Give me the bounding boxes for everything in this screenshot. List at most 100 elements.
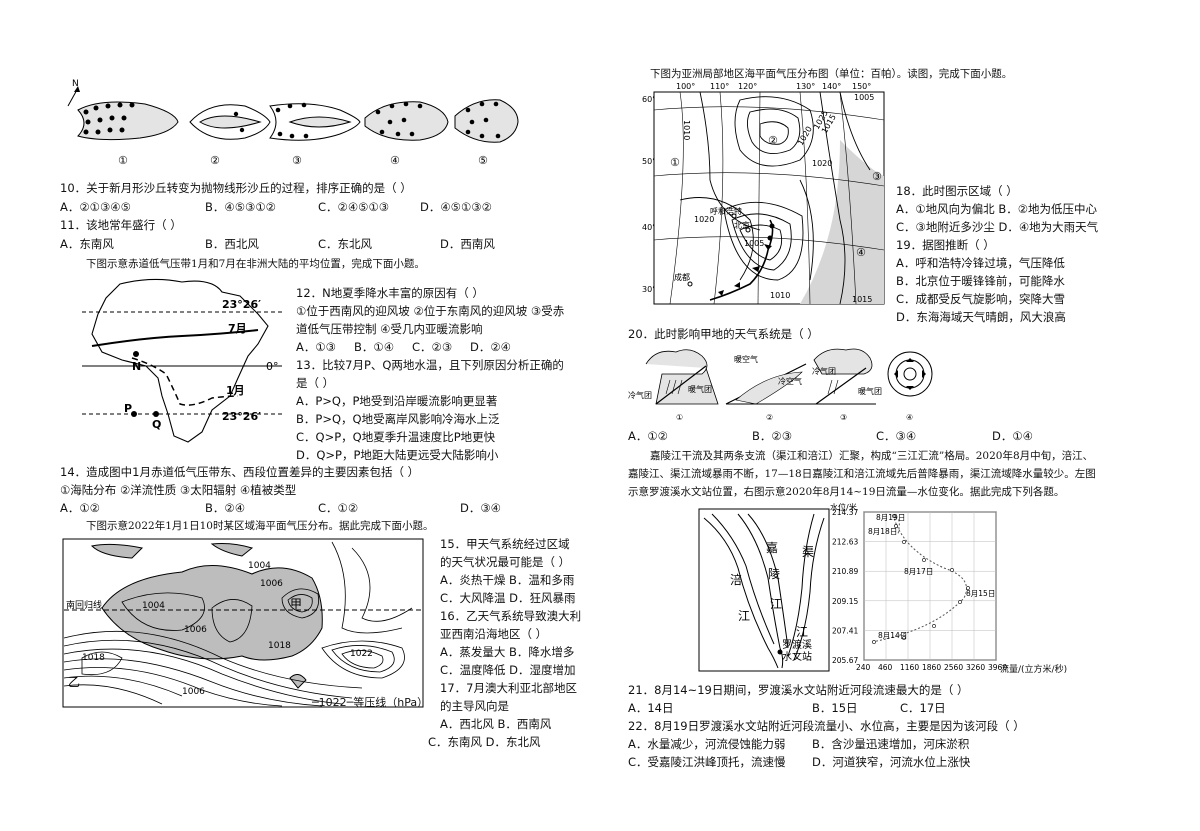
- q15-line-2: 的天气状况最可能是（ ）: [440, 555, 571, 569]
- svg-text:120°: 120°: [738, 82, 757, 91]
- q11-option-a[interactable]: A．东南风: [60, 237, 114, 251]
- svg-text:1010: 1010: [682, 120, 691, 140]
- q10-option-d[interactable]: D．④⑤①③②: [420, 200, 492, 214]
- q18-options-ab[interactable]: A．①地风向为偏北 B．②地为低压中心: [896, 202, 1098, 216]
- svg-text:100°: 100°: [676, 82, 695, 91]
- svg-text:7月: 7月: [228, 322, 247, 335]
- flow-point: [932, 624, 936, 628]
- q18-options-cd[interactable]: C．③地附近多沙尘 D．④地为大雨天气: [896, 220, 1099, 234]
- svg-text:1006: 1006: [260, 579, 283, 589]
- y-tick-label: 212.63: [832, 538, 858, 547]
- q15-options-ab[interactable]: A．炎热干燥 B．温和多雨: [440, 573, 575, 587]
- svg-text:1004: 1004: [142, 601, 165, 611]
- q10-option-b[interactable]: B．④⑤③①②: [205, 200, 276, 214]
- q15-options-cd[interactable]: C．大风降温 D．狂风暴雨: [440, 591, 576, 605]
- intro-river-1: 嘉陵江干流及其两条支流（渠江和涪江）汇聚，构成“三江汇流”格局。2020年8月中…: [650, 450, 1094, 462]
- svg-text:罗渡溪: 罗渡溪: [782, 638, 812, 651]
- svg-text:③: ③: [840, 413, 847, 422]
- q22-option-d[interactable]: D．河道狭窄，河流水位上涨快: [812, 755, 971, 769]
- q19-option-a[interactable]: A．呼和浩特冷锋过境，气压降低: [896, 256, 1065, 270]
- australia-pressure-map: 南回归线 1004 1006 1004 1006 1018 1018 1022 …: [62, 538, 424, 708]
- q13-option-c[interactable]: C．Q>P，Q地夏季升温速度比P地更快: [296, 430, 496, 444]
- q10-option-c[interactable]: C．②④⑤①③: [318, 200, 390, 214]
- q16-line-1: 16．乙天气系统导致澳大利: [440, 609, 582, 623]
- q13-option-a[interactable]: A．P>Q，P地受到沿岸暖流影响更显著: [296, 394, 498, 408]
- flow-point: [950, 568, 954, 572]
- q12-option-c[interactable]: C．②③: [412, 340, 453, 354]
- svg-text:江: 江: [796, 625, 808, 639]
- q12-option-a[interactable]: A．①③: [296, 340, 336, 354]
- q14-line: ①海陆分布 ②洋流性质 ③太阳辐射 ④植被类型: [60, 483, 297, 497]
- svg-text:1006: 1006: [182, 687, 205, 697]
- q16-options-cd[interactable]: C．温度降低 D．湿度增加: [440, 663, 576, 677]
- cold-front: [709, 219, 774, 301]
- flow-point: [922, 558, 926, 562]
- svg-text:暖气团: 暖气团: [688, 384, 712, 394]
- date-annotation: 8月15日: [966, 589, 995, 598]
- intro-australia: 下图示意2022年1月1日10时某区域海平面气压分布。据此完成下面小题。: [86, 520, 434, 532]
- q12-option-d[interactable]: D．②④: [470, 340, 511, 354]
- isobar-legend: ─1022─等压线（hPa）: [312, 696, 429, 709]
- q19-option-c[interactable]: C．成都受反气旋影响，突降大雪: [896, 292, 1066, 306]
- date-annotation: 8月19日: [876, 513, 905, 522]
- q19-option-d[interactable]: D．东海海域天气晴朗，风大浪高: [896, 310, 1066, 324]
- q21-option-b[interactable]: B．15日: [812, 701, 858, 715]
- q13-option-b[interactable]: B．P>Q，Q地受离岸风影响冷海水上泛: [296, 412, 500, 426]
- q21-option-a[interactable]: A．14日: [628, 701, 674, 715]
- svg-text:北京: 北京: [734, 220, 750, 230]
- svg-text:冷气团: 冷气团: [812, 366, 836, 376]
- svg-text:130°: 130°: [796, 82, 815, 91]
- svg-text:1010: 1010: [770, 291, 790, 300]
- q11-option-c[interactable]: C．东北风: [318, 237, 373, 251]
- q21-option-c[interactable]: C．17日: [900, 701, 946, 715]
- chart-xlabel: 流量/(立方米/秒): [1000, 665, 1068, 675]
- svg-text:①: ①: [676, 413, 683, 422]
- svg-text:⑤: ⑤: [478, 154, 488, 167]
- q22-option-c[interactable]: C．受嘉陵江洪峰顶托，流速慢: [628, 755, 786, 769]
- q10-option-a[interactable]: A．②①③④⑤: [60, 200, 131, 214]
- svg-text:成都: 成都: [674, 272, 690, 282]
- svg-text:③: ③: [872, 170, 882, 183]
- date-annotation: 8月18日: [868, 527, 897, 536]
- flow-stage-chart: 水位/米 214.37212.63210.89209.15207.41205.6…: [830, 502, 1007, 672]
- flow-point: [966, 586, 970, 590]
- q22-stem: 22．8月19日罗渡溪水文站附近河段流量小、水位高，主要是因为该河段（ ）: [628, 719, 1025, 733]
- q12-option-b[interactable]: B．①④: [354, 340, 395, 354]
- q20-option-d[interactable]: D．①④: [992, 429, 1033, 443]
- dune-1: [77, 101, 179, 141]
- system-3: 冷气团 暖气团 ③: [812, 348, 882, 422]
- q12-stem: 12．N地夏季降水丰富的原因有（ ）: [296, 286, 484, 300]
- intro-asia: 下图为亚洲局部地区海平面气压分布图（单位：百帕）。读图，完成下面小题。: [650, 68, 1013, 80]
- q11-option-b[interactable]: B．西北风: [205, 237, 259, 251]
- q22-option-a[interactable]: A．水量减少，河流侵蚀能力弱: [628, 737, 786, 751]
- q16-options-ab[interactable]: A．蒸发量大 B．降水增多: [440, 645, 575, 659]
- q20-option-a[interactable]: A．①②: [628, 429, 668, 443]
- q12-line-1: ①位于西南风的迎风坡 ②位于东南风的迎风坡 ③受赤: [296, 304, 565, 318]
- q20-option-b[interactable]: B．②③: [752, 429, 793, 443]
- system-1: 冷气团 暖气团 ①: [628, 349, 719, 422]
- q17-options-ab[interactable]: A．西北风 B．西南风: [440, 717, 552, 731]
- q14-option-b[interactable]: B．②④: [205, 501, 246, 515]
- svg-text:1022: 1022: [350, 649, 373, 659]
- svg-text:④: ④: [856, 246, 866, 259]
- flow-stage-curve: [871, 517, 967, 643]
- q14-option-d[interactable]: D．③④: [460, 501, 501, 515]
- q17-options-cd[interactable]: C．东南风 D．东北风: [428, 735, 541, 749]
- q13-option-d[interactable]: D．Q>P，P地距大陆更远受大陆影响小: [296, 448, 499, 462]
- q14-option-a[interactable]: A．①②: [60, 501, 100, 515]
- january-line: [131, 357, 239, 406]
- q14-option-c[interactable]: C．①②: [318, 501, 359, 515]
- svg-text:江: 江: [770, 597, 782, 611]
- q20-option-c[interactable]: C．③④: [876, 429, 917, 443]
- x-tick-label: 2560: [944, 663, 963, 672]
- ocean-shade: [800, 140, 884, 304]
- q11-option-d[interactable]: D．西南风: [440, 237, 495, 251]
- y-tick-label: 205.67: [832, 656, 858, 665]
- q19-option-b[interactable]: B．北京位于暖锋锋前，可能降水: [896, 274, 1065, 288]
- flow-point: [894, 524, 898, 528]
- flow-point: [902, 636, 906, 640]
- q11-stem: 11．该地常年盛行（ ）: [60, 218, 182, 232]
- x-tick-label: 3260: [966, 663, 985, 672]
- svg-text:1005: 1005: [854, 93, 874, 102]
- q22-option-b[interactable]: B．含沙量迅速增加，河床淤积: [812, 737, 970, 751]
